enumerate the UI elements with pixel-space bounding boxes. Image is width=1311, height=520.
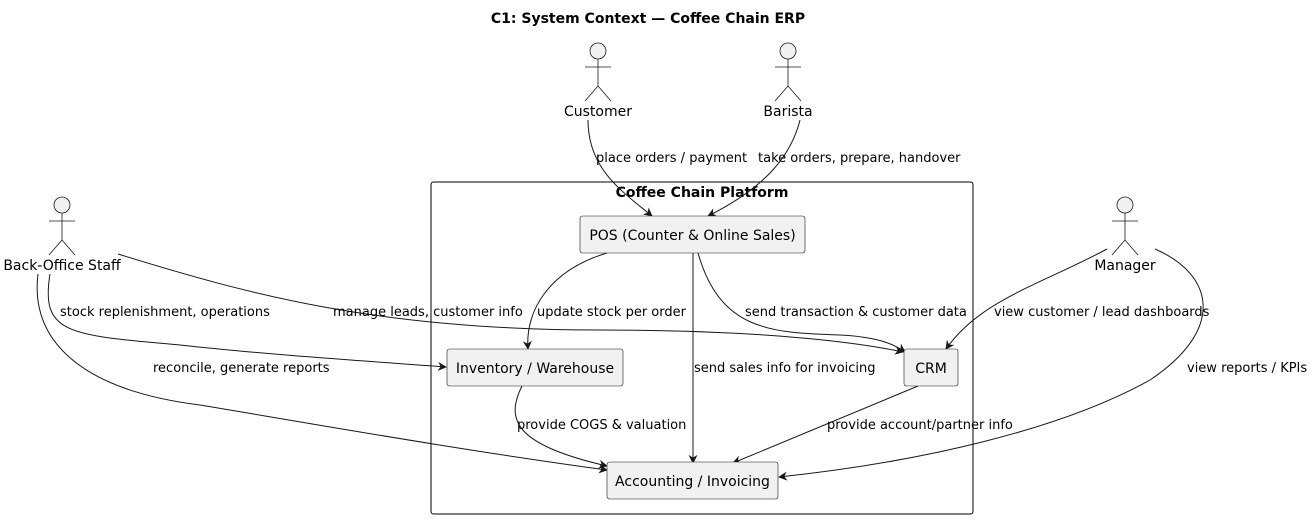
edge-label-pos-crm: send transaction & customer data bbox=[745, 305, 967, 320]
actor-barista: Barista bbox=[763, 42, 813, 120]
edge-label-customer-pos: place orders / payment bbox=[596, 151, 747, 166]
person-icon bbox=[584, 42, 612, 102]
system-inventory: Inventory / Warehouse bbox=[446, 348, 624, 387]
person-icon bbox=[774, 42, 802, 102]
actor-barista-label: Barista bbox=[763, 104, 812, 120]
system-crm: CRM bbox=[903, 348, 959, 387]
person-icon bbox=[48, 196, 76, 256]
edge-pos-inventory bbox=[522, 252, 608, 350]
edge-label-pos-inventory: update stock per order bbox=[537, 305, 687, 320]
edge-label-pos-accounting: send sales info for invoicing bbox=[694, 361, 876, 376]
edge-crm-accounting bbox=[732, 385, 919, 465]
platform-boundary-label: Coffee Chain Platform bbox=[616, 185, 789, 201]
edge-customer-pos bbox=[587, 119, 653, 217]
system-pos-label: POS (Counter & Online Sales) bbox=[589, 228, 795, 244]
edge-label-crm-accounting: provide account/partner info bbox=[827, 418, 1013, 433]
edge-label-barista-pos: take orders, prepare, handover bbox=[758, 151, 961, 166]
actor-manager-label: Manager bbox=[1094, 258, 1156, 274]
edge-label-backoffice-accounting: reconcile, generate reports bbox=[153, 361, 330, 376]
edge-label-manager-accounting: view reports / KPIs bbox=[1187, 361, 1307, 376]
edge-label-backoffice-inventory: stock replenishment, operations bbox=[60, 305, 270, 320]
platform-boundary bbox=[430, 181, 974, 515]
edge-backoffice-accounting bbox=[36, 273, 608, 474]
person-icon bbox=[1111, 196, 1139, 256]
edge-pos-crm bbox=[697, 252, 906, 353]
edges: place orders / payment take orders, prep… bbox=[36, 119, 1307, 481]
edge-backoffice-crm bbox=[117, 253, 904, 355]
system-crm-label: CRM bbox=[915, 361, 947, 377]
edge-label-backoffice-crm: manage leads, customer info bbox=[333, 305, 523, 320]
actor-back-office-staff: Back-Office Staff bbox=[3, 196, 121, 274]
system-accounting-label: Accounting / Invoicing bbox=[615, 474, 770, 490]
actor-customer-label: Customer bbox=[564, 104, 632, 120]
edge-label-manager-crm: view customer / lead dashboards bbox=[994, 305, 1210, 320]
edge-backoffice-inventory bbox=[47, 273, 447, 371]
actor-manager: Manager bbox=[1094, 196, 1156, 274]
actor-customer: Customer bbox=[564, 42, 632, 120]
edge-manager-accounting bbox=[778, 248, 1204, 481]
system-inventory-label: Inventory / Warehouse bbox=[456, 361, 614, 377]
diagram-title: C1: System Context — Coffee Chain ERP bbox=[491, 11, 805, 27]
edge-barista-pos bbox=[707, 119, 801, 217]
edge-manager-crm bbox=[945, 248, 1108, 350]
edge-inventory-accounting bbox=[514, 385, 608, 469]
system-pos: POS (Counter & Online Sales) bbox=[579, 215, 806, 254]
edge-label-inventory-accounting: provide COGS & valuation bbox=[517, 418, 686, 433]
actor-back-office-staff-label: Back-Office Staff bbox=[3, 258, 121, 274]
system-accounting: Accounting / Invoicing bbox=[606, 461, 779, 500]
